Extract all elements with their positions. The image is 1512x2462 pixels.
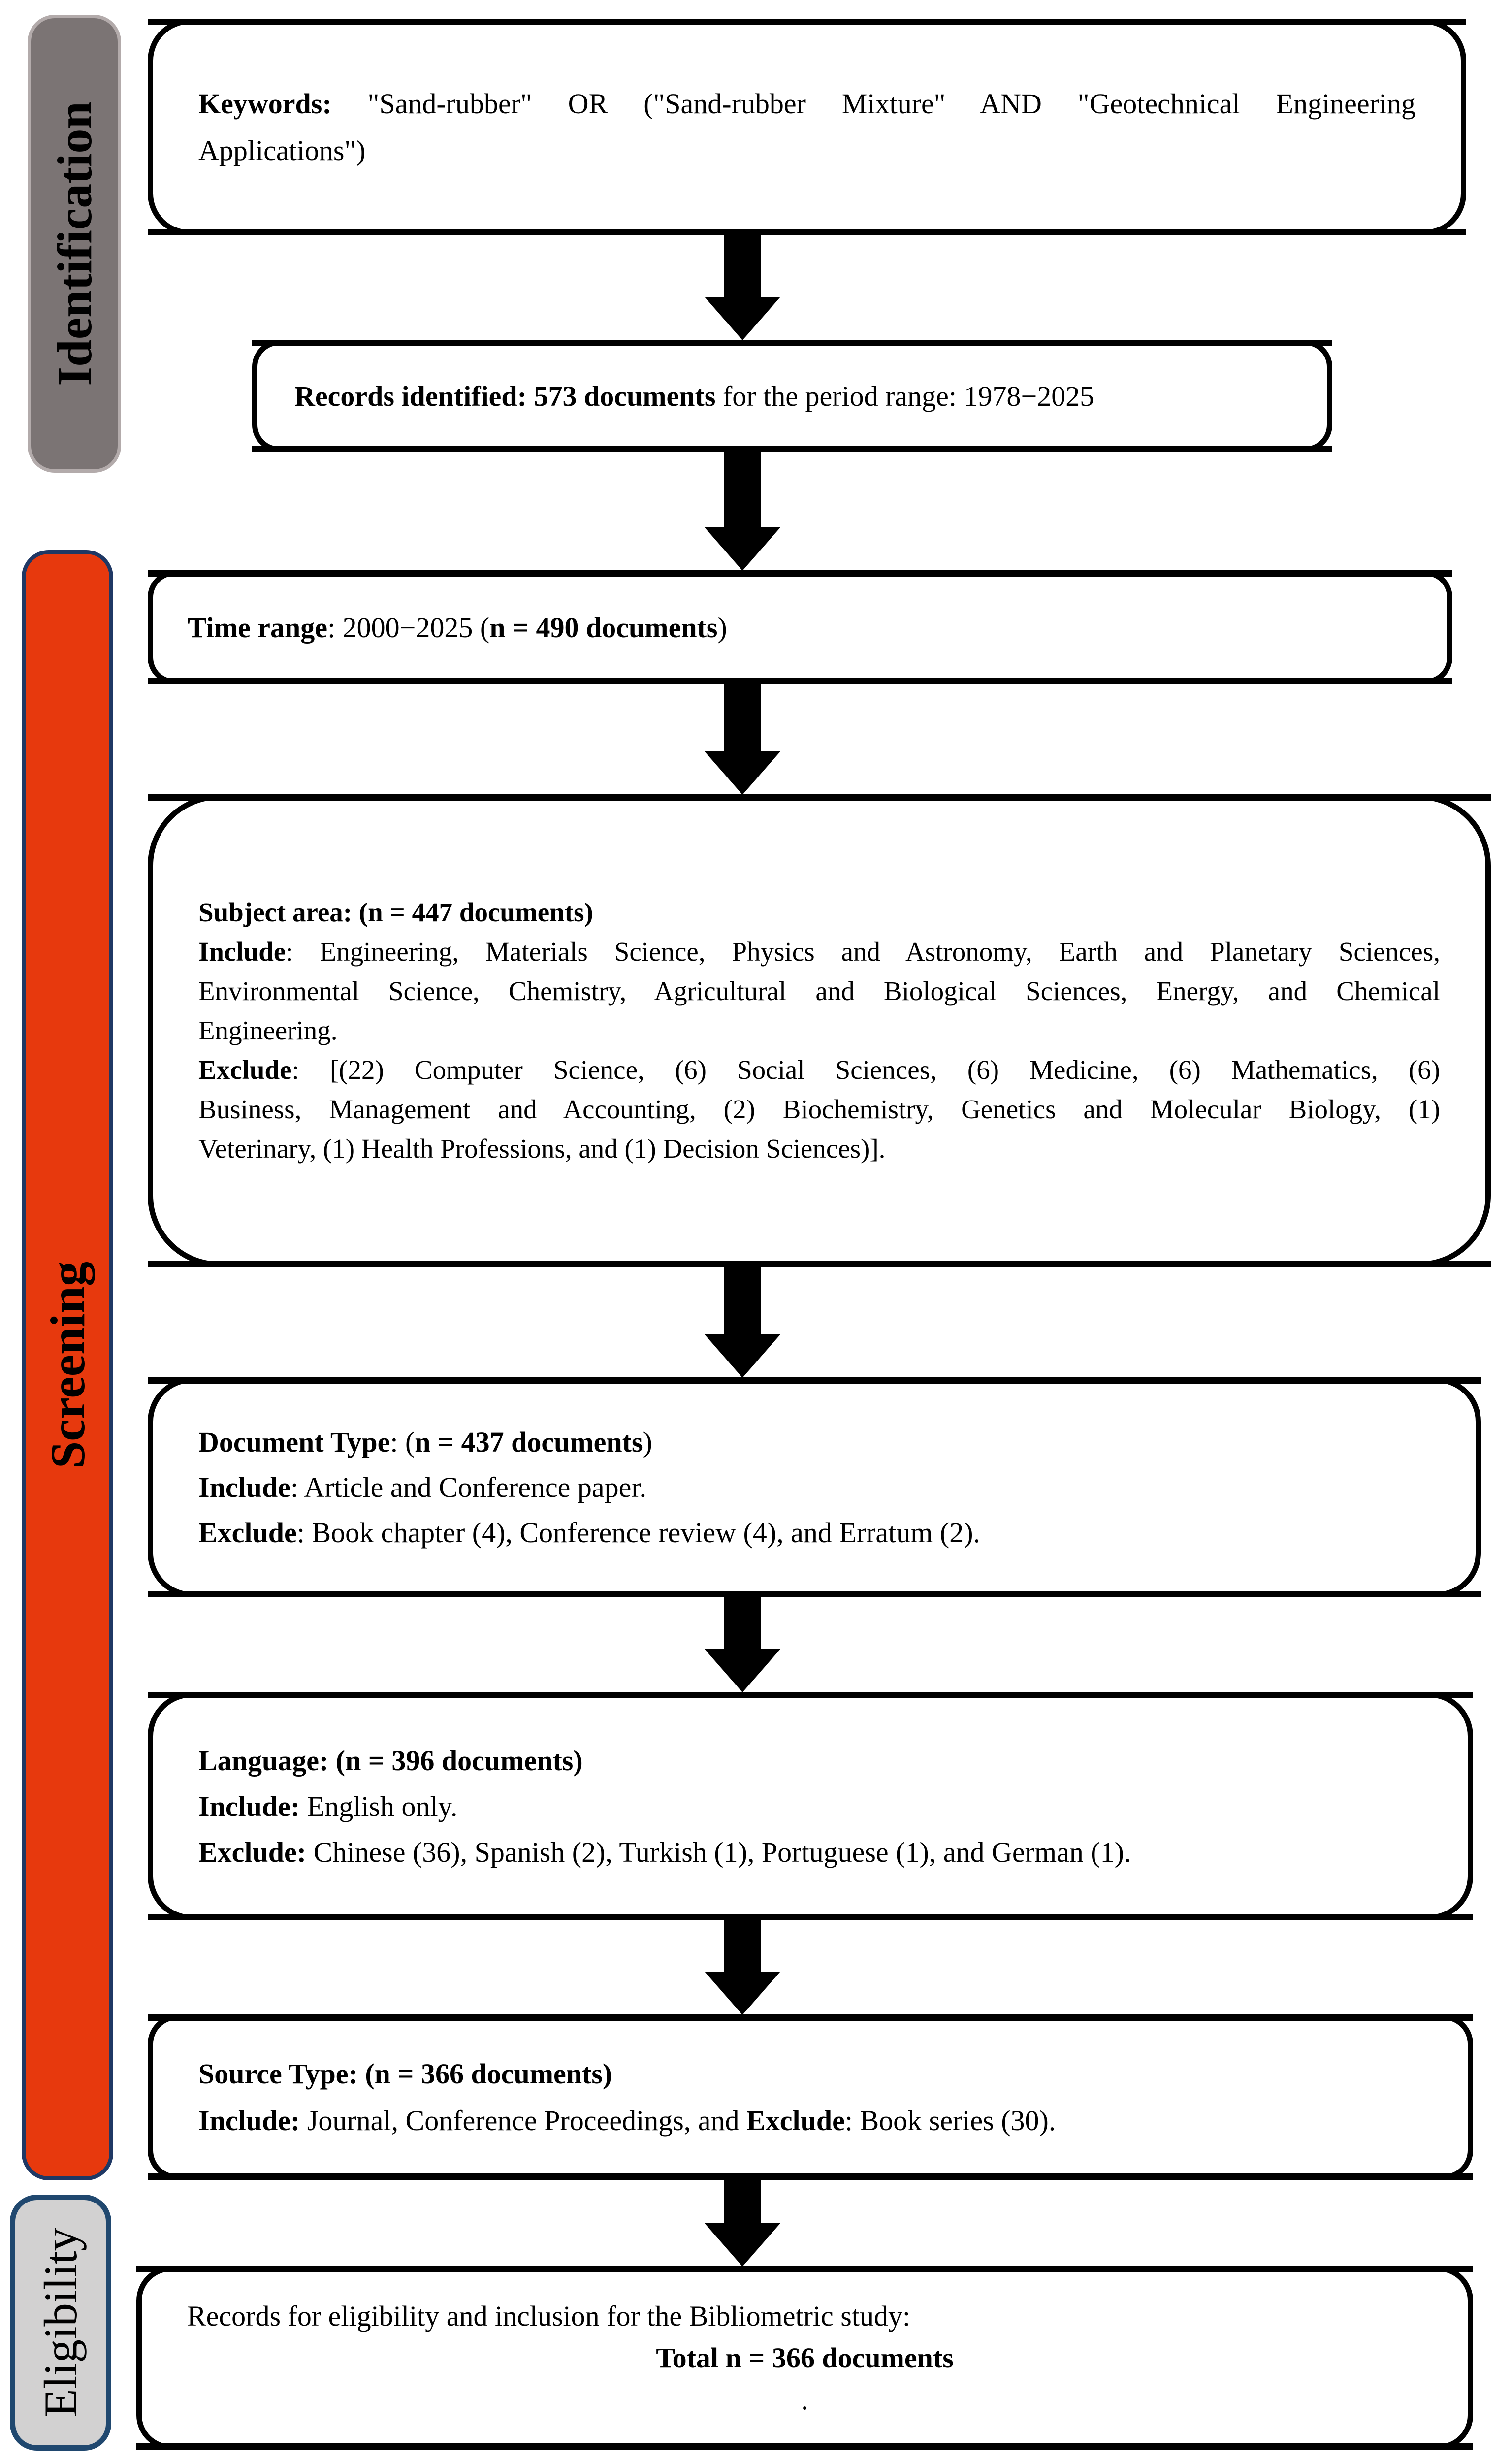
document-type-heading: Document Type: (n = 437 documents) — [198, 1425, 652, 1458]
stage-screening-label: Screening — [40, 1262, 95, 1469]
down-arrow-icon — [705, 452, 780, 571]
eligibility-period-mark: . — [801, 2384, 808, 2416]
language-exclude: Exclude: Chinese (36), Spanish (2), Turk… — [198, 1836, 1131, 1868]
keywords-line-2: Applications") — [198, 134, 366, 166]
down-arrow-icon — [705, 2180, 780, 2267]
records-line-1: Records identified: 573 documents for th… — [294, 380, 1094, 412]
stage-eligibility-label: Eligibility — [34, 2228, 87, 2418]
stage-eligibility: Eligibility — [10, 2195, 111, 2451]
stage-identification-label: Identification — [47, 101, 102, 386]
subject-area-exclude-line-3: Veterinary, (1) Health Professions, and … — [198, 1134, 886, 1164]
down-arrow-icon — [705, 1267, 780, 1378]
document-type-include: Include: Article and Conference paper. — [198, 1471, 647, 1503]
subject-area-heading: Subject area: (n = 447 documents) — [198, 897, 593, 927]
box-keywords: Keywords: "Sand-rubber" OR ("Sand-rubber… — [148, 19, 1466, 235]
down-arrow-icon — [705, 684, 780, 795]
document-type-exclude: Exclude: Book chapter (4), Conference re… — [198, 1516, 981, 1549]
subject-area-include-line-1: Include: Engineering, Materials Science,… — [198, 937, 1440, 967]
language-include: Include: English only. — [198, 1790, 458, 1822]
eligibility-total-line: Total n = 366 documents — [656, 2342, 954, 2374]
box-document-type: Document Type: (n = 437 documents) Inclu… — [148, 1377, 1481, 1597]
down-arrow-icon — [705, 235, 780, 340]
stage-identification: Identification — [28, 15, 121, 473]
stage-screening: Screening — [22, 550, 113, 2180]
source-type-heading: Source Type: (n = 366 documents) — [198, 2058, 612, 2090]
down-arrow-icon — [705, 1597, 780, 1692]
subject-area-exclude-line-1: Exclude: [(22) Computer Science, (6) Soc… — [198, 1055, 1440, 1085]
keywords-line-1: Keywords: "Sand-rubber" OR ("Sand-rubber… — [198, 88, 1415, 120]
subject-area-exclude-line-2: Business, Management and Accounting, (2)… — [198, 1094, 1440, 1124]
box-source-type: Source Type: (n = 366 documents) Include… — [148, 2014, 1473, 2180]
box-subject-area: Subject area: (n = 447 documents) Includ… — [148, 794, 1491, 1267]
box-language: Language: (n = 396 documents) Include: E… — [148, 1692, 1473, 1920]
subject-area-include-line-3: Engineering. — [198, 1015, 338, 1045]
down-arrow-icon — [705, 1920, 780, 2015]
subject-area-include-line-2: Environmental Science, Chemistry, Agricu… — [198, 976, 1440, 1006]
box-records-identified: Records identified: 573 documents for th… — [252, 340, 1332, 452]
source-type-include-exclude: Include: Journal, Conference Proceedings… — [198, 2105, 1056, 2137]
language-heading: Language: (n = 396 documents) — [198, 1744, 583, 1777]
time-range-line-1: Time range: 2000−2025 (n = 490 documents… — [188, 611, 727, 644]
box-eligibility-total: Records for eligibility and inclusion fo… — [136, 2266, 1473, 2450]
box-time-range: Time range: 2000−2025 (n = 490 documents… — [148, 570, 1452, 684]
eligibility-records-line: Records for eligibility and inclusion fo… — [187, 2300, 911, 2332]
